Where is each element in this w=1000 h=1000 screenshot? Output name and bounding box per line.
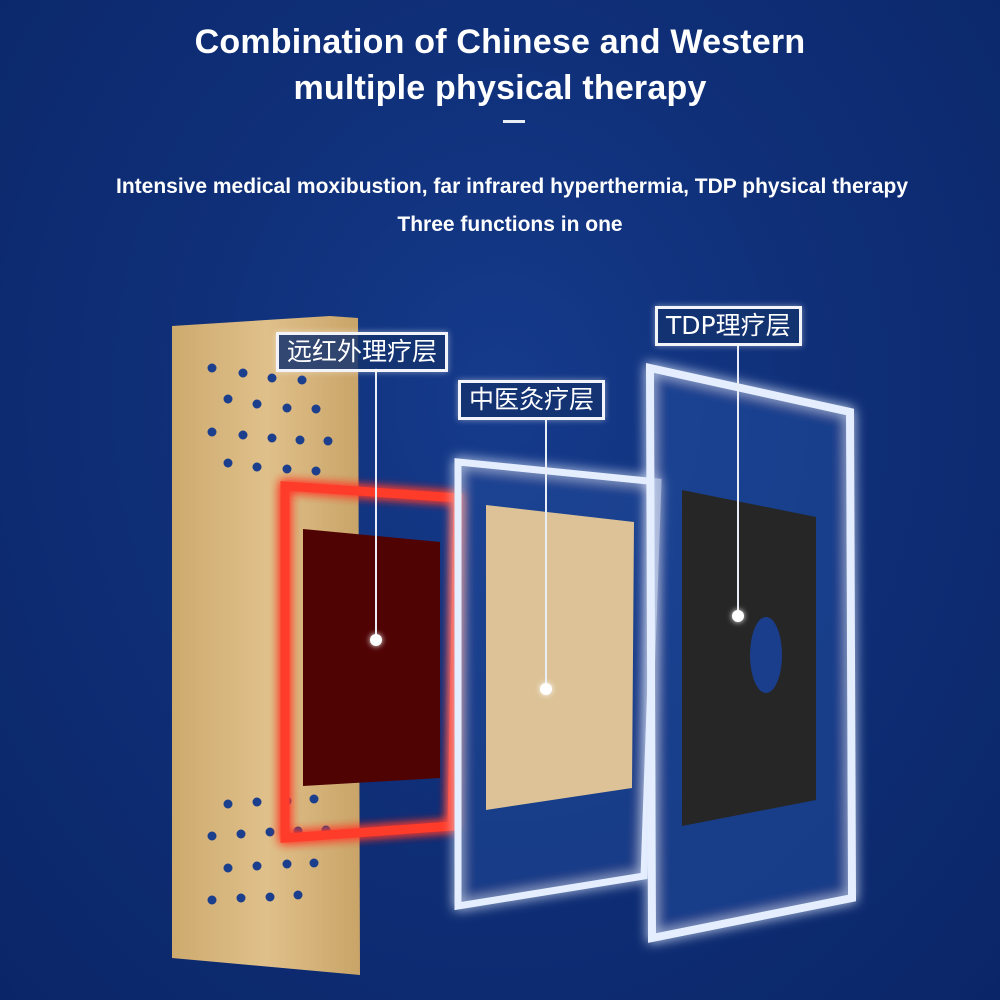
moxibustion-marker-dot bbox=[540, 683, 552, 695]
plaster-perforations-top bbox=[207, 363, 333, 476]
headline-line-1: Combination of Chinese and Western bbox=[194, 23, 806, 61]
plaster-strip bbox=[172, 316, 360, 975]
moxibustion-layer bbox=[454, 418, 662, 911]
moxibustion-pad bbox=[486, 505, 634, 810]
infrared-layer-label: 远红外理疗层 bbox=[276, 332, 449, 372]
tdp-pad-opening bbox=[750, 617, 782, 693]
headline-line-2: multiple physical therapy bbox=[293, 69, 707, 107]
plaster-perforations-bottom bbox=[207, 794, 331, 905]
subtitle-line-1: Intensive medical moxibustion, far infra… bbox=[115, 175, 908, 198]
infrared-pad bbox=[303, 529, 440, 786]
moxibustion-layer-label: 中医灸疗层 bbox=[458, 380, 606, 420]
tdp-pad bbox=[682, 490, 816, 826]
infrared-layer bbox=[280, 368, 463, 843]
title-divider bbox=[503, 120, 525, 123]
tdp-layer-label: TDP理疗层 bbox=[655, 306, 802, 346]
tdp-marker-dot bbox=[732, 610, 744, 622]
tdp-layer bbox=[645, 346, 857, 943]
infrared-marker-dot bbox=[370, 634, 382, 646]
subtitle-line-2: Three functions in one bbox=[397, 213, 623, 236]
